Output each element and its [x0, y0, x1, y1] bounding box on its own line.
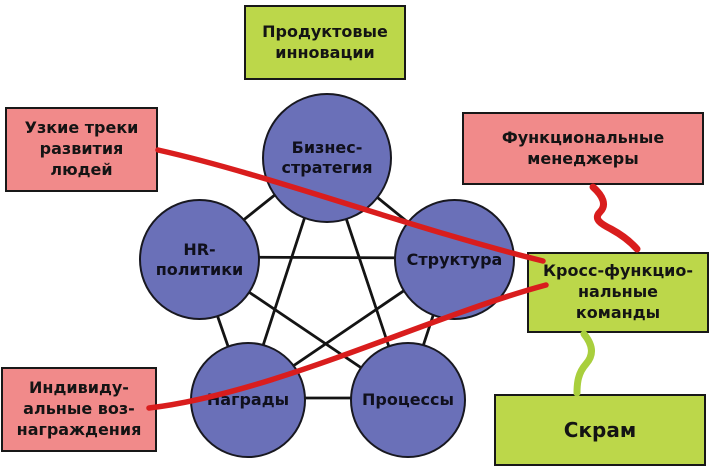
node-structure: Структура: [394, 199, 515, 320]
node-processes: Процессы: [350, 342, 466, 458]
callout-cross-functional-teams: Кросс-функцио- нальные команды: [527, 252, 709, 333]
callout-product-innovations: Продуктовые инновации: [244, 5, 406, 80]
node-rewards: Награды: [190, 342, 306, 458]
callout-scrum: Скрам: [494, 394, 706, 466]
callout-narrow-tracks: Узкие треки развития людей: [5, 107, 158, 192]
node-hr-policies: HR- политики: [139, 199, 260, 320]
callout-individual-rewards: Индивиду- альные воз- награждения: [1, 367, 157, 452]
callout-functional-managers: Функциональные менеджеры: [462, 112, 704, 185]
node-business-strategy: Бизнес- стратегия: [262, 93, 392, 223]
